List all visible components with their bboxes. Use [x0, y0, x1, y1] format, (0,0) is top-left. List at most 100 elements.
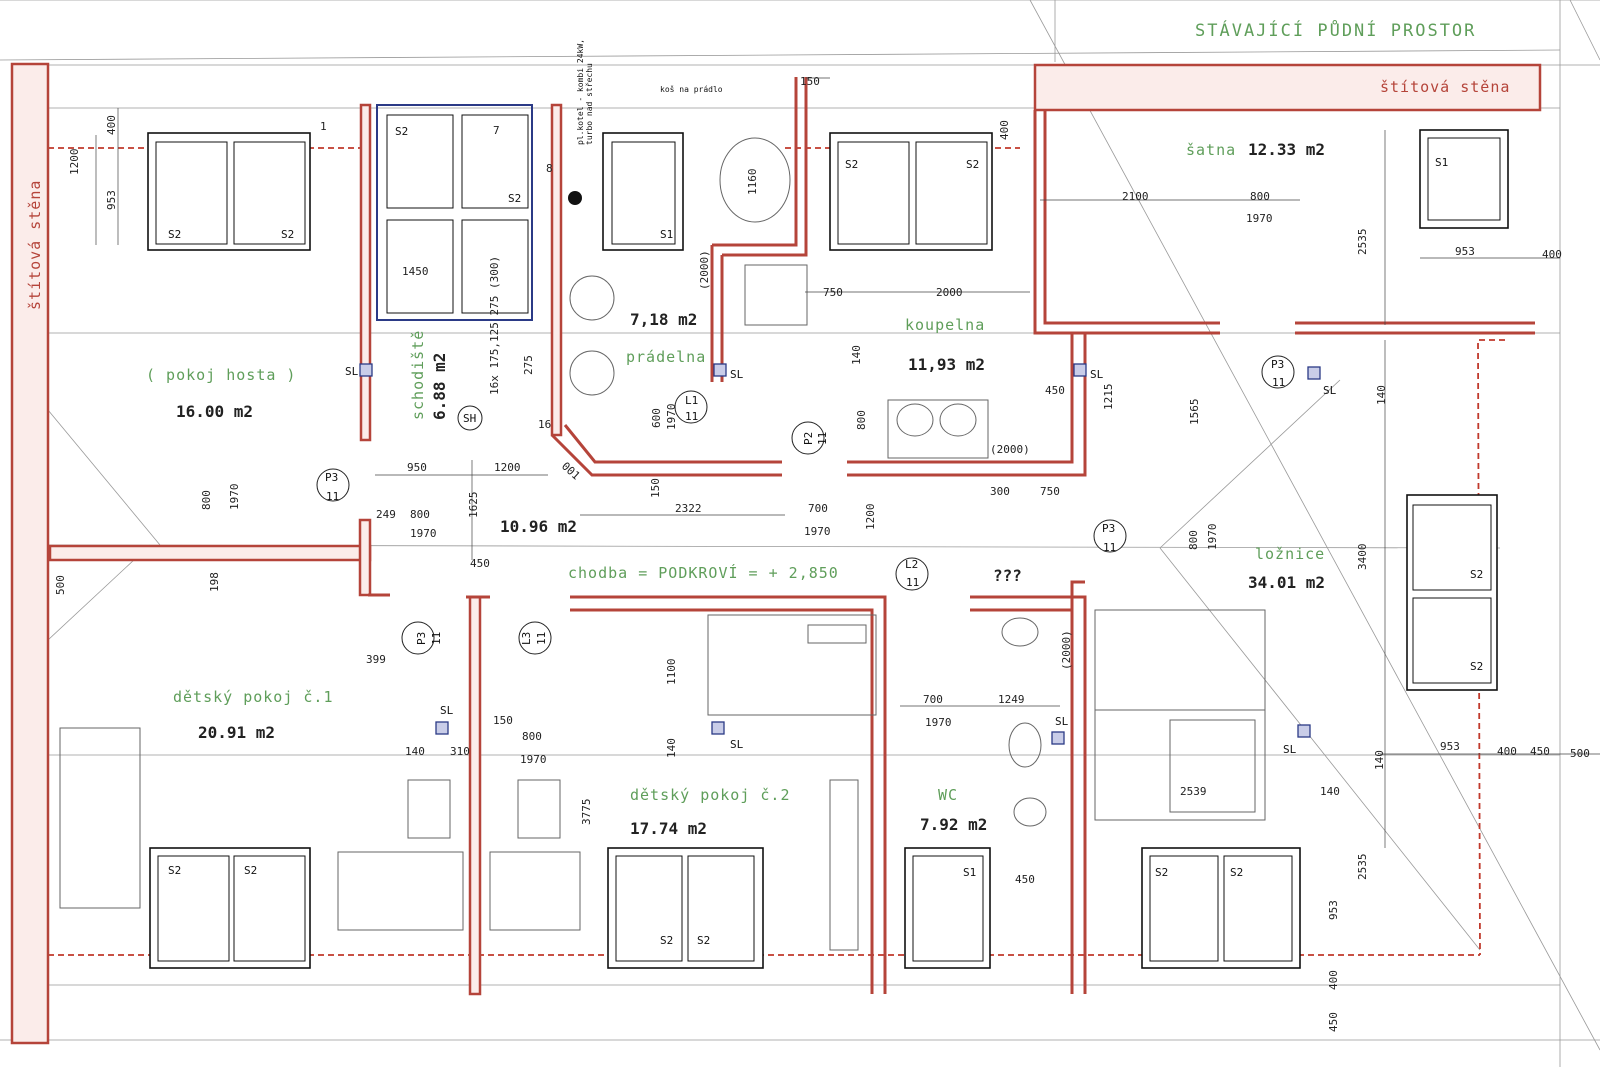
svg-text:1249: 1249	[998, 693, 1025, 706]
svg-text:150: 150	[493, 714, 513, 727]
svg-text:3775: 3775	[580, 799, 593, 826]
sl-marker	[1073, 363, 1087, 377]
furniture	[59, 137, 1266, 951]
room-area-bathroom: 11,93 m2	[908, 355, 985, 374]
svg-text:16: 16	[538, 418, 551, 431]
svg-text:140: 140	[665, 738, 678, 758]
sl-marker	[435, 721, 449, 735]
svg-text:11: 11	[326, 490, 339, 503]
dimension-labels: 150 400 1200 953 1 7 8 1450 16x 175,125 …	[54, 75, 1590, 1032]
svg-text:2535: 2535	[1356, 854, 1369, 881]
sl-marker	[713, 363, 727, 377]
svg-text:P2: P2	[802, 432, 815, 445]
room-area-laundry: 7,18 m2	[630, 310, 697, 329]
svg-text:S2: S2	[1155, 866, 1168, 879]
svg-text:198: 198	[208, 572, 221, 592]
svg-text:L1: L1	[685, 394, 698, 407]
svg-text:1970: 1970	[228, 484, 241, 511]
room-name-wc: WC	[938, 786, 958, 804]
svg-text:3400: 3400	[1356, 544, 1369, 571]
svg-text:S2: S2	[244, 864, 257, 877]
svg-text:1970: 1970	[804, 525, 831, 538]
svg-text:11: 11	[1103, 541, 1116, 554]
svg-text:450: 450	[1015, 873, 1035, 886]
svg-text:S2: S2	[1470, 660, 1483, 673]
room-name-closet: šatna	[1186, 141, 1236, 159]
svg-text:S1: S1	[1435, 156, 1448, 169]
svg-text:700: 700	[808, 502, 828, 515]
svg-text:8: 8	[546, 162, 553, 175]
svg-text:2100: 2100	[1122, 190, 1149, 203]
svg-text:700: 700	[923, 693, 943, 706]
room-name-kids1: dětský pokoj č.1	[173, 688, 334, 706]
svg-text:953: 953	[1440, 740, 1460, 753]
sl-marker	[1051, 731, 1065, 745]
svg-text:450: 450	[470, 557, 490, 570]
gable-wall-left	[10, 62, 50, 1045]
room-name-corridor: chodba = PODKROVÍ = + 2,850	[568, 563, 839, 582]
window-labels: S2 S2 S2 S2 S1 S2 S2 S1 S2 S2 S2 S2 S2 S…	[168, 125, 1483, 947]
svg-text:S2: S2	[966, 158, 979, 171]
svg-text:1200: 1200	[864, 504, 877, 531]
svg-text:2000: 2000	[936, 286, 963, 299]
svg-text:450: 450	[1045, 384, 1065, 397]
room-name-stairs: schodiště	[409, 330, 427, 420]
svg-text:1970: 1970	[1206, 524, 1219, 551]
svg-text:800: 800	[410, 508, 430, 521]
svg-text:275: 275	[522, 355, 535, 375]
room-name-laundry: prádelna	[626, 348, 706, 366]
svg-text:400: 400	[1327, 970, 1340, 990]
svg-text:(2000): (2000)	[698, 250, 711, 290]
windows	[147, 129, 1509, 969]
note-boiler-2: turbo nad střechu	[585, 63, 594, 145]
svg-text:L3: L3	[520, 632, 533, 645]
svg-text:750: 750	[1040, 485, 1060, 498]
svg-text:953: 953	[1455, 245, 1475, 258]
svg-text:2539: 2539	[1180, 785, 1207, 798]
svg-text:P3: P3	[325, 471, 338, 484]
room-area-corridor: 10.96 m2	[500, 517, 577, 536]
svg-text:1200: 1200	[68, 149, 81, 176]
room-name-kids2: dětský pokoj č.2	[630, 786, 791, 804]
svg-text:16x 175,125 275 (300): 16x 175,125 275 (300)	[488, 256, 501, 395]
svg-text:1970: 1970	[1246, 212, 1273, 225]
room-area-guest: 16.00 m2	[176, 402, 253, 421]
svg-text:S2: S2	[168, 228, 181, 241]
svg-text:140: 140	[1373, 750, 1386, 770]
svg-text:11: 11	[906, 576, 919, 589]
svg-text:SL: SL	[1055, 715, 1069, 728]
svg-text:500: 500	[1570, 747, 1590, 760]
room-name-bedroom: ložnice	[1255, 545, 1325, 563]
svg-text:L2: L2	[905, 558, 918, 571]
svg-text:400: 400	[1497, 745, 1517, 758]
dimension-lines	[95, 77, 1600, 848]
svg-text:1450: 1450	[402, 265, 429, 278]
svg-text:SL: SL	[1090, 368, 1104, 381]
svg-text:249: 249	[376, 508, 396, 521]
room-name-guest: ( pokoj hosta )	[146, 366, 296, 384]
svg-text:(2000): (2000)	[990, 443, 1030, 456]
svg-text:2535: 2535	[1356, 229, 1369, 256]
svg-text:1970: 1970	[925, 716, 952, 729]
svg-text:S2: S2	[1230, 866, 1243, 879]
svg-text:SL: SL	[1323, 384, 1337, 397]
svg-text:140: 140	[850, 345, 863, 365]
svg-text:800: 800	[1250, 190, 1270, 203]
svg-text:310: 310	[450, 745, 470, 758]
svg-text:SL: SL	[345, 365, 359, 378]
svg-text:1970: 1970	[665, 404, 678, 431]
svg-text:2322: 2322	[675, 502, 702, 515]
svg-text:S2: S2	[1470, 568, 1483, 581]
svg-text:399: 399	[366, 653, 386, 666]
room-area-wc: 7.92 m2	[920, 815, 987, 834]
svg-text:300: 300	[990, 485, 1010, 498]
svg-text:450: 450	[1327, 1012, 1340, 1032]
svg-text:P3: P3	[1102, 522, 1115, 535]
svg-text:140: 140	[1375, 385, 1388, 405]
svg-text:1215: 1215	[1102, 384, 1115, 411]
svg-text:11: 11	[535, 632, 548, 645]
gable-wall-right-label: štítová stěna	[1380, 78, 1510, 96]
room-name-bathroom: koupelna	[905, 316, 985, 334]
